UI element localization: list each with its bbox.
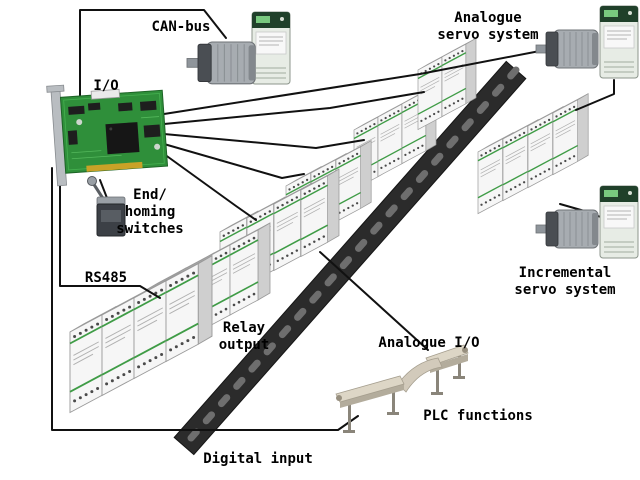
servo-motor [535, 29, 599, 69]
wire-analogue-servo [163, 49, 546, 115]
wire-can-bus [79, 9, 227, 97]
io-label: I/O [93, 78, 118, 94]
wire-io-4 [163, 153, 257, 221]
io-module [335, 139, 372, 223]
wire-switch [99, 179, 108, 199]
pcb-header-connector [90, 88, 121, 100]
gold-edge-connector [86, 161, 143, 172]
analogue-servo-label-line2: servo system [437, 27, 538, 43]
wire-io-3 [163, 143, 305, 179]
relay-output-label-line1: Relay [223, 320, 266, 336]
wire-io-2 [163, 133, 365, 149]
servo-drive [599, 185, 639, 259]
rs485-label: RS485 [85, 270, 127, 286]
io-module [552, 92, 589, 176]
incremental-servo-label-line2: servo system [514, 282, 615, 298]
plc-functions-label: PLC functions [423, 408, 533, 424]
servo-drive [599, 5, 639, 79]
wire-analogue-io [319, 251, 429, 351]
din-rail [173, 60, 527, 456]
pcb-chip [105, 122, 140, 155]
end-homing-label-line1: End/ [133, 187, 167, 203]
end-homing-label-line3: switches [116, 221, 183, 237]
wire-io-1 [163, 91, 425, 125]
analogue-servo-unit [535, 5, 639, 79]
servo-motor [535, 209, 599, 249]
wire-drive-to-modules [575, 79, 615, 111]
analogue-io-label: Analogue I/O [378, 335, 479, 351]
wire-rs485 [59, 167, 161, 299]
incremental-servo-unit [535, 185, 639, 259]
can-bus-label: CAN-bus [151, 19, 210, 35]
servo-drive [251, 11, 291, 85]
incremental-servo-label-line1: Incremental [519, 265, 612, 281]
end-homing-label-line2: homing [125, 204, 176, 220]
servo-motor [186, 41, 256, 85]
io-module [165, 254, 213, 363]
analogue-servo-label-line1: Analogue [454, 10, 521, 26]
conveyor [335, 344, 469, 433]
limit-switch [87, 176, 126, 237]
digital-input-label: Digital input [203, 451, 313, 467]
relay-output-label-line2: output [219, 337, 270, 353]
pcb-io-card [46, 84, 169, 187]
